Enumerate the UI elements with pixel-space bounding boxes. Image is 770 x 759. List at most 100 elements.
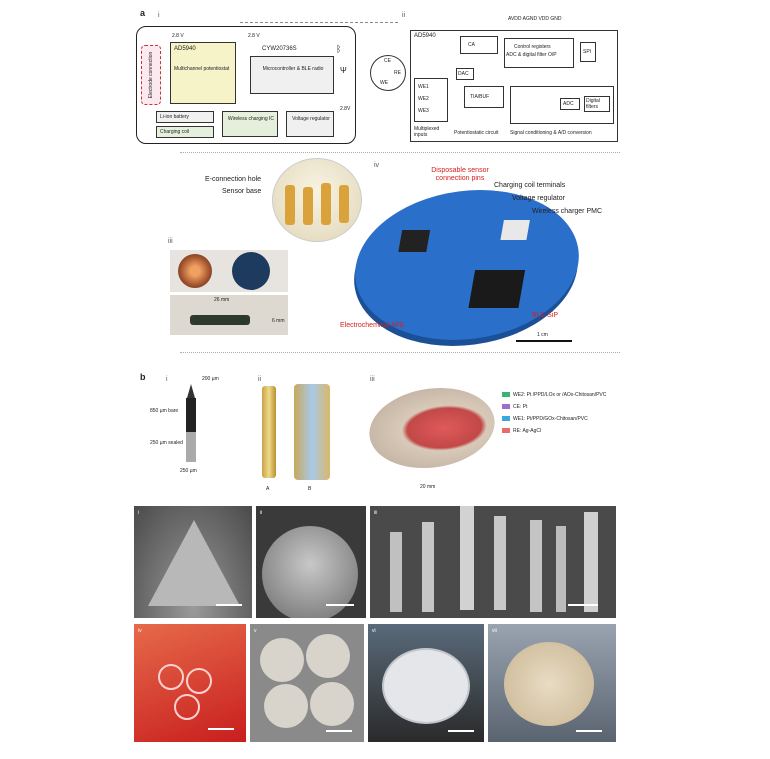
photo-iv: iv <box>134 624 246 742</box>
multiplexed-label: Multiplexed inputs <box>414 126 440 138</box>
circuit-chip: AD5940 <box>414 33 436 39</box>
battery-block <box>156 111 214 123</box>
legend-swatch-we2 <box>502 392 510 398</box>
part-a-label: A <box>266 486 270 492</box>
e-hole-label: E-connection hole <box>205 176 262 183</box>
photo-vii-label: vii <box>492 628 497 634</box>
potentiostat-block <box>170 42 236 104</box>
potentiostatic-label: Potentiostatic circuit <box>454 130 499 136</box>
sem-ii-label: ii <box>260 510 263 516</box>
sem-iii-label: iii <box>374 510 378 516</box>
tip-label: 200 µm <box>202 376 219 382</box>
scale-bar <box>326 604 354 606</box>
electrode-connection-label: Electrode connection <box>148 51 154 99</box>
mcu-desc: Microcontroller & BLE radio <box>262 66 324 72</box>
regulator-block <box>286 111 334 137</box>
mcu-block <box>250 56 334 94</box>
re-label: RE <box>394 70 401 76</box>
circuit-pins: AVDD AGND VDD GND <box>508 16 562 22</box>
scale-bar <box>326 730 352 732</box>
divider-a <box>180 152 620 153</box>
pmc-label: Wireless charger PMC <box>532 208 603 215</box>
ce-label: CE <box>384 58 391 64</box>
photo-vi-label: vi <box>372 628 376 634</box>
coil-terminals-label: Charging coil terminals <box>494 182 566 189</box>
adc-block <box>560 98 580 110</box>
voltage-label-3: 2.8V <box>340 106 351 112</box>
height-6mm: 6 mm <box>272 318 285 324</box>
adc-filter-label: ADC & digital filter O/P <box>506 52 557 58</box>
legend-swatch-re <box>502 428 510 434</box>
sem-image-ii: ii <box>256 506 366 618</box>
photo-vii: vii <box>488 624 616 742</box>
antenna-icon: Ψ <box>340 66 347 75</box>
regulator-label-board: Voltage regulator <box>512 195 565 202</box>
dac-label: DAC <box>458 71 469 77</box>
legend-item-ce: CE: Pt <box>502 404 622 410</box>
spi-block <box>580 42 596 62</box>
ble-label: BLE SiP <box>532 312 559 319</box>
legend-text-re: RE: Ag-AgCl <box>513 428 542 434</box>
panel-a-letter: a <box>140 8 146 18</box>
device-render <box>361 388 503 468</box>
ca-amp <box>460 36 498 54</box>
ca-label: CA <box>468 42 475 48</box>
panel-a-i-label: i <box>158 12 160 19</box>
legend-text-ce: CE: Pt <box>513 404 528 410</box>
mux-block <box>414 78 448 122</box>
legend-text-we2: WE2: Pt /PPD/LOx or /AOx-Chitosan/PVC <box>513 392 607 398</box>
photo-iv-label: iv <box>138 628 142 634</box>
legend-swatch-we1 <box>502 416 510 422</box>
potentiostat-chip: AD5940 <box>174 46 196 52</box>
sem-i-label: i <box>138 510 140 516</box>
voltage-label-1: 2.8 V <box>172 33 184 39</box>
adc-label: ADC <box>563 101 574 107</box>
panel-b-iii-label: iii <box>370 376 375 383</box>
legend-text-we1: WE1: Pt/PPD/GOx-Chitosan/PVC <box>513 416 588 422</box>
digital-filter-label: Digital filters <box>586 98 600 110</box>
legend: WE2: Pt /PPD/LOx or /AOx-Chitosan/PVC CE… <box>502 392 622 434</box>
part-b-label: B <box>308 486 312 492</box>
sem-image-iii: iii <box>370 506 616 618</box>
panel-a-iii-label: iii <box>168 238 173 245</box>
afe-label: Electrochemical AFE <box>340 322 405 329</box>
photo-v-label: v <box>254 628 257 634</box>
legend-item-we2: WE2: Pt /PPD/LOx or /AOx-Chitosan/PVC <box>502 392 622 398</box>
housing-part-a <box>262 386 276 478</box>
scale-1cm-label: 1 cm <box>537 332 548 338</box>
scale-bar <box>208 728 234 730</box>
width-26mm: 26 mm <box>214 297 230 303</box>
bluetooth-icon: ᛒ <box>336 44 342 54</box>
legend-swatch-ce <box>502 404 510 410</box>
control-block <box>504 38 574 68</box>
spi-label: SPI <box>583 49 592 55</box>
electrode-connection-box <box>141 45 161 105</box>
sensor-base-label: Sensor base <box>222 188 262 195</box>
wireless-ic-block <box>222 111 278 137</box>
panel-b-i-label: i <box>166 376 168 383</box>
photo-vi: vi <box>368 624 484 742</box>
photo-v: v <box>250 624 364 742</box>
tia-label: TIA/BUF <box>470 94 490 100</box>
width-20mm: 20 mm <box>420 484 436 490</box>
scale-bar <box>448 730 474 732</box>
base-label: 250 µm <box>180 468 197 474</box>
we3-label: WE3 <box>418 108 429 114</box>
we-label: WE <box>380 80 389 86</box>
voltage-label-2: 2.8 V <box>248 33 260 39</box>
battery-label: Li-ion battery <box>160 114 189 120</box>
pins-label: Disposable sensor connection pins <box>431 167 489 182</box>
scale-bar-1cm <box>516 340 572 342</box>
legend-item-re: RE: Ag-AgCl <box>502 428 622 434</box>
microneedle-schematic <box>184 384 198 462</box>
coil-label: Charging coil <box>160 129 190 135</box>
electrode-circle <box>370 55 406 91</box>
sealed-label: 250 µm sealed <box>150 440 183 446</box>
board-photo-top <box>170 250 288 292</box>
tia-block <box>464 86 504 108</box>
link-arrow <box>240 22 398 23</box>
housing-part-b <box>294 384 330 480</box>
control-label: Control registers <box>514 44 551 50</box>
potentiostat-desc: Multichannel potentiostat <box>174 66 230 72</box>
legend-item-we1: WE1: Pt/PPD/GOx-Chitosan/PVC <box>502 416 622 422</box>
